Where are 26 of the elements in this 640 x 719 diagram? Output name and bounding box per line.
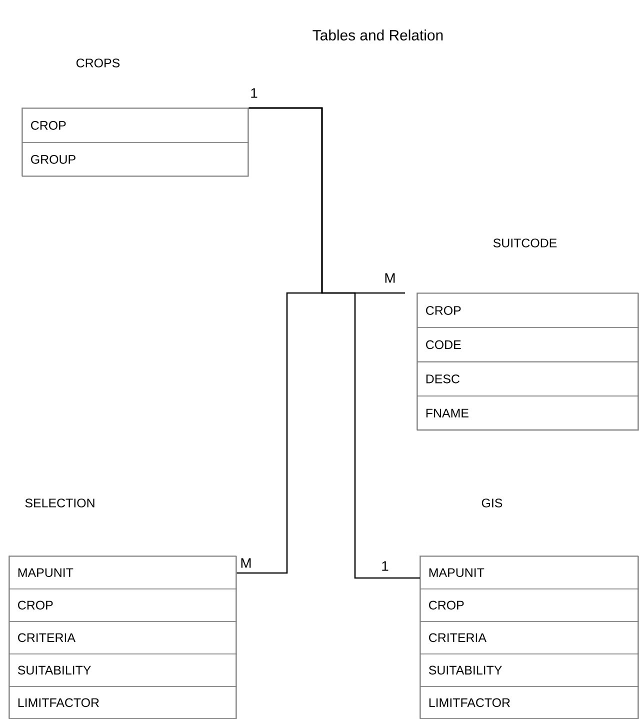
table-row: CROP [417, 293, 639, 328]
node-label: CROPS [76, 58, 120, 68]
table-row: CROP [22, 108, 249, 143]
table-row: GROUP [22, 142, 249, 177]
connector-line [248, 107, 420, 579]
table-row: LIMITFACTOR [420, 686, 639, 719]
table-row: CROP [9, 588, 237, 622]
table-row: CRITERIA [9, 621, 237, 654]
cardinality-label: M [241, 558, 251, 568]
cardinality-label: 1 [382, 561, 388, 571]
table-row: MAPUNIT [420, 556, 639, 590]
table-row: FNAME [417, 396, 639, 431]
cardinality-label: M [385, 273, 395, 283]
table-row: CODE [417, 327, 639, 362]
node-label: SUITCODE [493, 238, 557, 248]
cardinality-label: 1 [251, 88, 258, 98]
node-label: GIS [482, 498, 502, 508]
table-row: MAPUNIT [9, 556, 237, 590]
table-row: SUITABILITY [420, 654, 639, 687]
table-row: LIMITFACTOR [9, 686, 237, 719]
table-row: CRITERIA [420, 621, 639, 654]
title: Tables and Relation [312, 30, 443, 40]
table-row: DESC [417, 361, 639, 396]
table-row: SUITABILITY [9, 654, 237, 687]
node-label: SELECTION [25, 498, 94, 508]
table-row: CROP [420, 588, 639, 622]
